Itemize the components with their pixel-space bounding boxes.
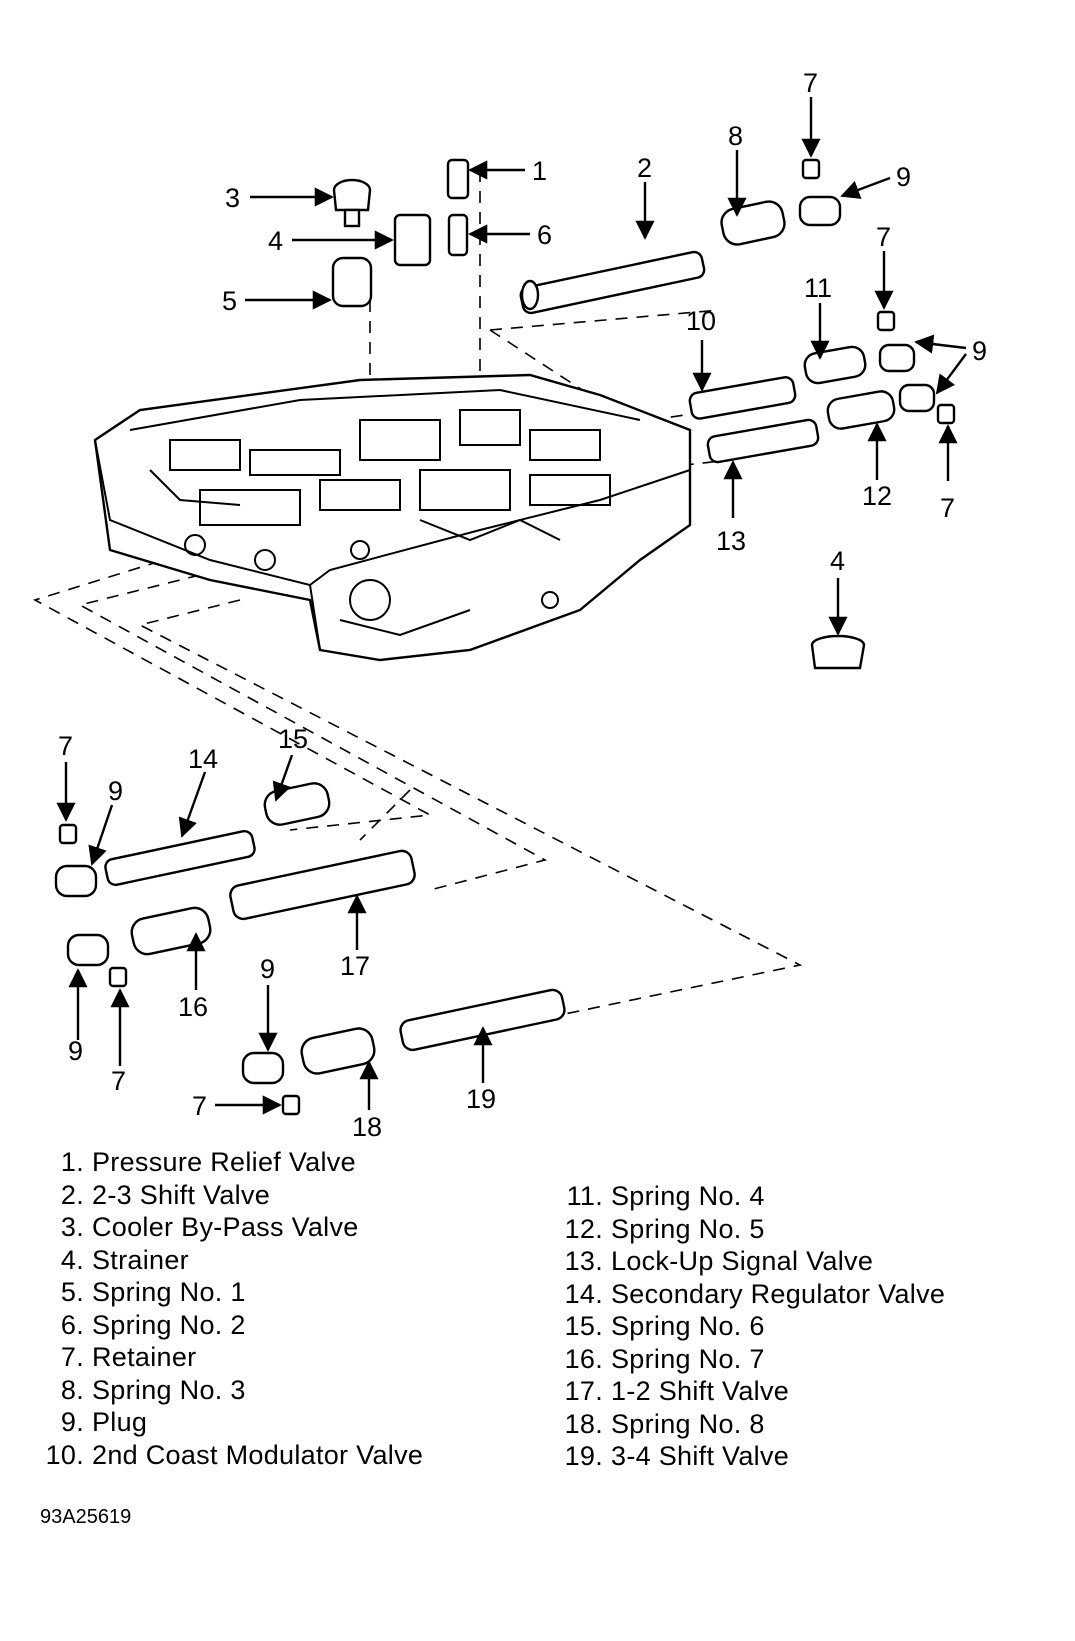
callout-labels: 1 2 3 4 5 6 7 8 9 7 11 10 9 12 7 13 4 7 … — [58, 68, 987, 1142]
legend-item-label: Spring No. 4 — [611, 1181, 765, 1211]
legend-item-label: Retainer — [92, 1342, 197, 1372]
callout-2: 2 — [637, 153, 652, 183]
legend-item-label: 1-2 Shift Valve — [611, 1376, 790, 1406]
legend-left-column: 1. Pressure Relief Valve 2. 2-3 Shift Valve… — [40, 1146, 423, 1471]
legend-item-label: Strainer — [92, 1244, 189, 1275]
legend-item-label: Pressure Relief Valve — [92, 1147, 356, 1177]
callout-7-top: 7 — [803, 68, 818, 98]
callout-8: 8 — [728, 121, 743, 151]
valve-body — [93, 373, 692, 662]
legend-item-label: Spring No. 1 — [92, 1277, 246, 1307]
legend-item-label: Secondary Regulator Valve — [611, 1278, 946, 1309]
callout-7-lower-left: 7 — [58, 731, 73, 761]
legend-item-number: 13. — [564, 1246, 603, 1276]
legend-item-label: Spring No. 6 — [611, 1311, 765, 1341]
legend-item: 19. 3-4 Shift Valve — [548, 1440, 945, 1473]
legend-item-number: 18. — [564, 1408, 603, 1439]
legend-item-number: 5. — [60, 1277, 84, 1307]
legend-item-number: 6. — [60, 1309, 84, 1340]
callout-7-left: 7 — [111, 1066, 126, 1096]
callout-17: 17 — [340, 951, 370, 981]
legend-item-number: 17. — [564, 1376, 603, 1406]
legend-item: 3. Cooler By-Pass Valve — [40, 1211, 423, 1244]
legend-item-label: Plug — [92, 1407, 148, 1437]
callout-9-bottom: 9 — [260, 954, 275, 984]
legend-item-number: 1. — [60, 1147, 84, 1177]
callout-15: 15 — [278, 724, 308, 754]
callout-7-bottom: 7 — [192, 1091, 207, 1121]
legend-item: 11. Spring No. 4 — [548, 1180, 945, 1213]
legend-item-number: 10. — [45, 1439, 84, 1470]
legend-item-label: 3-4 Shift Valve — [611, 1441, 790, 1471]
legend-item: 17. 1-2 Shift Valve — [548, 1375, 945, 1408]
legend-item: 6. Spring No. 2 — [40, 1309, 423, 1342]
legend-item: 9. Plug — [40, 1406, 423, 1439]
legend-item: 16. Spring No. 7 — [548, 1343, 945, 1376]
legend-item: 15. Spring No. 6 — [548, 1310, 945, 1343]
callout-10: 10 — [686, 306, 716, 336]
callout-19: 19 — [466, 1084, 496, 1114]
callout-9-top: 9 — [896, 162, 911, 192]
callout-14: 14 — [188, 744, 218, 774]
legend-item-label: Spring No. 8 — [611, 1408, 765, 1439]
legend-item-number: 14. — [564, 1278, 603, 1309]
figure-code: 93A25619 — [40, 1506, 132, 1528]
legend-item-label: Spring No. 5 — [611, 1213, 765, 1244]
legend-item: 10. 2nd Coast Modulator Valve — [40, 1439, 423, 1472]
callout-6: 6 — [537, 220, 552, 250]
callout-13: 13 — [716, 526, 746, 556]
legend-item-label: Cooler By-Pass Valve — [92, 1212, 359, 1242]
legend-item: 7. Retainer — [40, 1341, 423, 1374]
callout-4-top: 4 — [268, 226, 283, 256]
legend-right-column: 11. Spring No. 4 12. Spring No. 5 13. Lock-Up… — [548, 1180, 945, 1473]
legend-item: 4. Strainer — [40, 1244, 423, 1277]
legend-item: 12. Spring No. 5 — [548, 1213, 945, 1246]
callout-12: 12 — [862, 481, 892, 511]
legend-item-label: 2nd Coast Modulator Valve — [92, 1439, 424, 1470]
callout-1: 1 — [532, 156, 547, 186]
legend-item-number: 3. — [60, 1212, 84, 1242]
legend-item-number: 9. — [60, 1407, 84, 1437]
callout-9-left: 9 — [68, 1036, 83, 1066]
legend-item-label: 2-3 Shift Valve — [92, 1179, 271, 1210]
legend-item: 13. Lock-Up Signal Valve — [548, 1245, 945, 1278]
legend-item-label: Lock-Up Signal Valve — [611, 1246, 874, 1276]
legend-item: 8. Spring No. 3 — [40, 1374, 423, 1407]
callout-9-lower-left: 9 — [108, 776, 123, 806]
callout-16: 16 — [178, 992, 208, 1022]
legend-item: 18. Spring No. 8 — [548, 1408, 945, 1441]
legend-item-number: 11. — [566, 1181, 603, 1211]
legend-item-number: 4. — [60, 1244, 84, 1275]
callout-7-mid: 7 — [876, 222, 891, 252]
legend-item: 2. 2-3 Shift Valve — [40, 1179, 423, 1212]
legend-item-label: Spring No. 3 — [92, 1374, 246, 1405]
legend-item-label: Spring No. 7 — [611, 1343, 765, 1374]
callout-18: 18 — [352, 1112, 382, 1142]
legend-item-number: 19. — [564, 1441, 603, 1471]
callout-3: 3 — [225, 183, 240, 213]
legend-item-number: 12. — [564, 1213, 603, 1244]
legend-item: 1. Pressure Relief Valve — [40, 1146, 423, 1179]
legend-item-number: 15. — [564, 1311, 603, 1341]
callout-4-bottom: 4 — [830, 546, 845, 576]
callout-9-right: 9 — [972, 336, 987, 366]
legend-item-number: 8. — [60, 1374, 84, 1405]
callout-7-right: 7 — [940, 493, 955, 523]
legend-item: 14. Secondary Regulator Valve — [548, 1278, 945, 1311]
callout-5: 5 — [222, 286, 237, 316]
legend-item-number: 2. — [60, 1179, 84, 1210]
leader-lines — [56, 97, 967, 1115]
exploded-valve-body-diagram: 1 2 3 4 5 6 7 8 9 7 11 10 9 12 7 13 4 7 … — [32, 68, 987, 1142]
legend-item: 5. Spring No. 1 — [40, 1276, 423, 1309]
callout-11: 11 — [804, 273, 832, 303]
legend-item-label: Spring No. 2 — [92, 1309, 246, 1340]
legend-item-number: 16. — [564, 1343, 603, 1374]
legend-item-number: 7. — [60, 1342, 84, 1372]
